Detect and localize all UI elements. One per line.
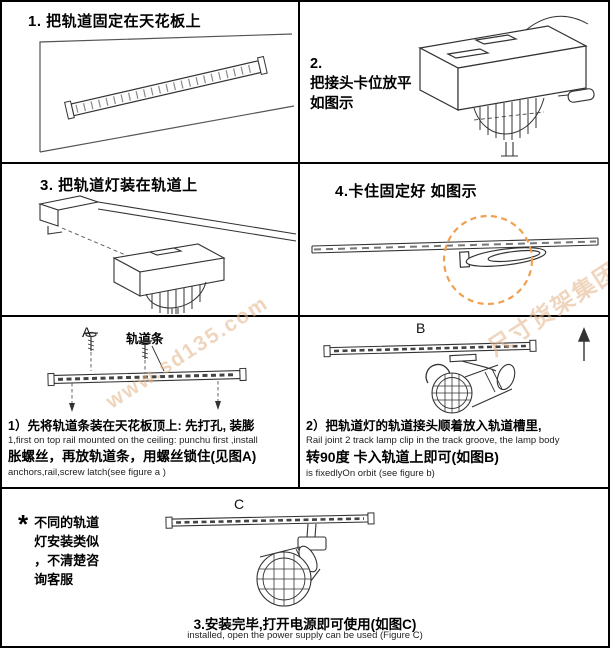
track-bar-drawing xyxy=(47,367,247,387)
ribbed-cylinder-drawing xyxy=(473,97,545,140)
figure-b-zh-line2: 转90度 卡入轨道上即可(如图B) xyxy=(306,449,499,465)
panel-figure-c: * 不同的轨道 灯安装类似 ，不清楚咨 询客服 C xyxy=(2,489,608,646)
figure-b-illustration: B xyxy=(323,320,591,414)
figure-c-label: C xyxy=(234,496,244,512)
step4-title: 4.卡住固定好 如图示 xyxy=(335,183,478,200)
note-block: * 不同的轨道 灯安装类似 ，不清楚咨 询客服 xyxy=(18,509,100,589)
ceiling-track-illustration xyxy=(39,33,295,153)
screw-icon xyxy=(84,331,98,351)
anchor-tip-icon xyxy=(69,403,75,412)
side-knob-drawing xyxy=(557,88,595,103)
clip-drawing xyxy=(449,353,497,372)
step1-title: 1. 把轨道固定在天花板上 xyxy=(28,13,202,30)
figure-c-zh-caption: 3.安装完毕,打开电源即可使用(如图C) xyxy=(193,617,417,632)
figure-c-illustration: C xyxy=(165,496,375,607)
mount-lamp-illustration xyxy=(37,195,297,314)
adapter-unit-drawing xyxy=(112,243,226,297)
step2-number: 2. xyxy=(310,56,323,72)
track-adapter-illustration xyxy=(418,15,595,157)
track-bar-drawing xyxy=(323,339,537,358)
note-line-4: 询客服 xyxy=(34,572,74,587)
panel-figure-a: A 轨道条 xyxy=(2,317,300,489)
note-line-2: 灯安装类似 xyxy=(34,534,100,549)
up-arrow-icon xyxy=(577,327,591,361)
ceiling-plane-drawing xyxy=(39,33,295,153)
figure-b-zh-line1: 2）把轨道灯的轨道接头顺着放入轨道槽里, xyxy=(306,419,542,433)
lock-clip-illustration xyxy=(311,214,599,306)
figure-a-illustration: A 轨道条 xyxy=(47,324,247,412)
figure-a-caption: 1）先将轨道条装在天花板顶上: 先打孔, 装膨 1,first on top r… xyxy=(8,418,258,479)
figure-c-en-caption: installed, open the power supply can be … xyxy=(187,630,423,641)
figure-a-label: A xyxy=(82,324,92,340)
note-line-1: 不同的轨道 xyxy=(34,515,100,530)
track-bar-drawing xyxy=(165,512,375,529)
lock-lever-drawing xyxy=(459,247,547,268)
step2-line1: 把接头卡位放平 xyxy=(310,76,412,92)
track-rail-drawing xyxy=(64,55,268,120)
panel-figure-b: B xyxy=(300,317,608,489)
panel-step3: 3. 把轨道灯装在轨道上 xyxy=(2,164,300,317)
highlight-circle xyxy=(442,214,534,306)
spotlight-drawing xyxy=(431,363,516,414)
note-line-3: ，不清楚咨 xyxy=(34,553,100,568)
anchor-tip-icon xyxy=(215,401,221,410)
step2-instruction: 2. 把接头卡位放平 如图示 xyxy=(310,54,412,114)
figure-a-zh-line2: 胀螺丝，再放轨道条，用螺丝锁住(见图A) xyxy=(8,449,257,464)
figure-a-zh-line1: 1）先将轨道条装在天花板顶上: 先打孔, 装膨 xyxy=(8,419,255,433)
figure-b-en-line2: is fixedlyOn orbit (see figure b) xyxy=(306,468,435,479)
panel-step2: 2. 把接头卡位放平 如图示 xyxy=(300,2,608,164)
rail-section-drawing xyxy=(37,195,297,242)
step2-line2: 如图示 xyxy=(310,96,354,112)
panel-step1: 1. 把轨道固定在天花板上 xyxy=(2,2,300,164)
track-line-drawing xyxy=(311,237,599,254)
figure-b-en-line1: Rail joint 2 track lamp clip in the trac… xyxy=(306,435,560,446)
figure-a-en-line2: anchors,rail,screw latch(see figure a ) xyxy=(8,467,166,478)
panel-step4: 4.卡住固定好 如图示 xyxy=(300,164,608,317)
note-star: * xyxy=(18,509,29,539)
figure-b-label: B xyxy=(416,320,425,336)
figure-b-caption: 2）把轨道灯的轨道接头顺着放入轨道槽里, Rail joint 2 track … xyxy=(306,418,559,480)
figure-a-en-line1: 1,first on top rail mounted on the ceili… xyxy=(8,435,258,446)
track-bar-label: 轨道条 xyxy=(126,331,164,346)
step3-title: 3. 把轨道灯装在轨道上 xyxy=(40,177,198,194)
spotlight-drawing xyxy=(256,523,327,607)
